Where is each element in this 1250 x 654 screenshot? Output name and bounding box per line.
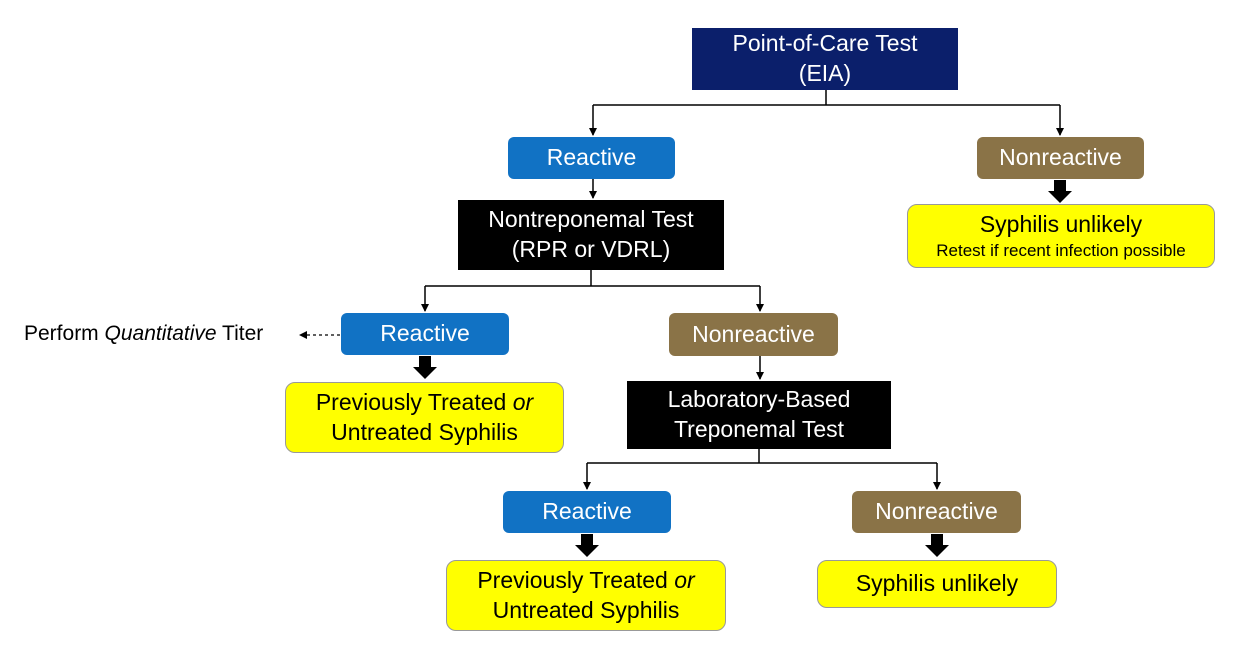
nonreactive-thick-arrow-3 (925, 534, 949, 557)
nonreactive-thick-arrow-1 (1048, 180, 1072, 203)
level1-unlikely-main: Syphilis unlikely (979, 211, 1143, 237)
level1-unlikely-box: Syphilis unlikely Retest if recent infec… (907, 204, 1215, 268)
level1-nonreactive-label: Nonreactive (999, 144, 1122, 171)
note-suffix: Titer (216, 322, 264, 345)
level3-reactive-box: Reactive (503, 491, 671, 533)
level2-reactive-box: Reactive (341, 313, 509, 355)
lab-test-line1: Laboratory-Based (667, 386, 851, 413)
level2-result-line2: Untreated Syphilis (331, 418, 518, 445)
note-prefix: Perform (24, 322, 105, 345)
level1-nonreactive-box: Nonreactive (977, 137, 1144, 179)
reactive-thick-arrow-2 (413, 356, 437, 379)
level3-result-or: or (674, 566, 695, 593)
level2-result-line1: Previously Treated or (316, 388, 533, 418)
level3-result-line1: Previously Treated or (477, 566, 694, 596)
level1-unlikely-sub: Retest if recent infection possible (936, 240, 1186, 260)
level3-nonreactive-box: Nonreactive (852, 491, 1021, 533)
note-italic: Quantitative (104, 322, 217, 345)
level1-reactive-label: Reactive (546, 144, 637, 171)
level3-reactive-label: Reactive (542, 498, 632, 525)
point-of-care-test-box: Point-of-Care Test (EIA) (692, 28, 958, 90)
nontreponemal-branch-connector (421, 270, 764, 312)
reactive-thick-arrow-3 (575, 534, 599, 557)
level2-nonreactive-label: Nonreactive (692, 320, 815, 347)
level3-result-box: Previously Treated or Untreated Syphilis (446, 560, 726, 631)
root-line2: (EIA) (798, 60, 852, 86)
root-line1: Point-of-Care Test (732, 30, 918, 57)
lab-test-line2: Treponemal Test (673, 416, 845, 442)
level3-result-line2: Untreated Syphilis (492, 596, 680, 623)
level3-unlikely-box: Syphilis unlikely (817, 560, 1057, 608)
level3-unlikely-label: Syphilis unlikely (855, 570, 1019, 597)
nontreponemal-line1: Nontreponemal Test (488, 206, 694, 233)
lab-treponemal-test-box: Laboratory-Based Treponemal Test (627, 381, 891, 449)
level2-result-line1-text: Previously Treated (315, 388, 513, 415)
level2-nonreactive-box: Nonreactive (669, 313, 838, 356)
lab-test-branch-connector (583, 449, 941, 490)
level2-result-box: Previously Treated or Untreated Syphilis (285, 382, 564, 453)
nontreponemal-line2: (RPR or VDRL) (511, 236, 671, 262)
level3-nonreactive-label: Nonreactive (875, 498, 998, 525)
root-branch-connector (589, 90, 1064, 136)
level1-reactive-box: Reactive (508, 137, 675, 179)
level3-result-line1-text: Previously Treated (477, 566, 675, 593)
nontreponemal-test-box: Nontreponemal Test (RPR or VDRL) (458, 200, 724, 270)
level2-result-or: or (512, 388, 534, 415)
perform-quantitative-titer-note: Perform Quantitative Titer (24, 322, 263, 346)
level2-reactive-label: Reactive (380, 320, 470, 347)
